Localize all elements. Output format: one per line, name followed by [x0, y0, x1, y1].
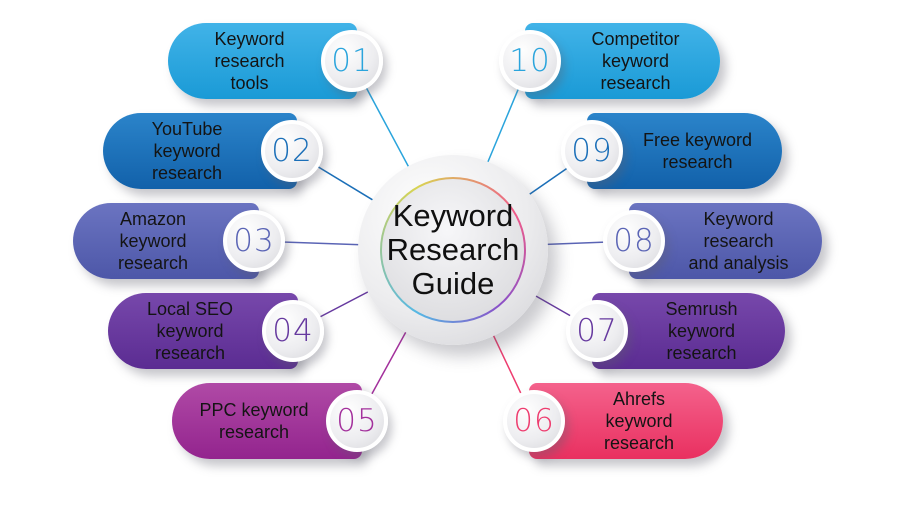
- number-badge-09: 09: [561, 120, 623, 182]
- number-text: 08: [613, 223, 655, 259]
- pill-label-line: PPC keyword: [199, 399, 309, 420]
- pill-item-04: Local SEO keyword research 04: [108, 293, 324, 369]
- pill-label: PPC keyword research: [172, 383, 362, 459]
- number-badge-08: 08: [603, 210, 665, 272]
- pill-item-01: Keyword research tools 01: [168, 23, 383, 99]
- pill-label-line: YouTube keyword: [151, 118, 223, 161]
- pill-label: Keyword research tools: [168, 23, 357, 99]
- number-text: 04: [272, 313, 314, 349]
- pill-label-line: Local SEO: [146, 298, 234, 319]
- number-text: 10: [509, 43, 551, 79]
- pill-item-08: Keyword research and analysis 08: [603, 203, 822, 279]
- pill-label: Keyword research and analysis: [629, 203, 822, 279]
- pill-item-03: Amazon keyword research 03: [73, 203, 285, 279]
- center-title: Keyword Research Guide: [358, 155, 548, 345]
- pill-label-line: research: [218, 422, 290, 442]
- pill-label-line: keyword research: [603, 410, 675, 454]
- pill-label-line: Competitor: [591, 28, 680, 49]
- number-text: 05: [336, 403, 378, 439]
- pill-label-line: Semrush: [665, 298, 738, 319]
- pill-label: Amazon keyword research: [73, 203, 259, 279]
- pill-item-09: Free keyword research 09: [561, 113, 782, 189]
- pill-label: Local SEO keyword research: [108, 293, 298, 369]
- pill-label-line: Keyword research: [703, 208, 774, 251]
- number-badge-04: 04: [262, 300, 324, 362]
- pill-label-line: keyword research: [600, 50, 671, 94]
- pill-label-line: Keyword research: [214, 28, 285, 71]
- number-badge-05: 05: [326, 390, 388, 452]
- pill-label: Semrush keyword research: [592, 293, 785, 369]
- number-badge-07: 07: [566, 300, 628, 362]
- pill-label: YouTube keyword research: [103, 113, 297, 189]
- center-ring-inner: [382, 179, 524, 321]
- number-badge-06: 06: [503, 390, 565, 452]
- center-title-line: Guide: [411, 266, 495, 302]
- number-badge-03: 03: [223, 210, 285, 272]
- pill-label-line: keyword research: [666, 320, 737, 364]
- pill-label-line: keyword research: [154, 320, 226, 364]
- number-text: 07: [576, 313, 618, 349]
- pill-label: Competitor keyword research: [525, 23, 720, 99]
- center-ring: [380, 177, 526, 323]
- number-text: 03: [233, 223, 275, 259]
- pill-label-line: Free keyword: [642, 129, 753, 150]
- pill-item-07: Semrush keyword research 07: [566, 293, 785, 369]
- center-title-line: Keyword: [392, 197, 514, 233]
- pill-label-line: research: [117, 253, 189, 274]
- pill-label: Ahrefs keyword research: [529, 383, 723, 459]
- number-text: 02: [271, 133, 313, 169]
- number-badge-02: 02: [261, 120, 323, 182]
- pill-label-line: research: [662, 152, 733, 172]
- pill-item-06: Ahrefs keyword research 06: [503, 383, 723, 459]
- number-text: 01: [331, 43, 373, 79]
- number-text: 06: [513, 403, 555, 439]
- pill-item-05: PPC keyword research 05: [172, 383, 388, 459]
- pill-item-02: YouTube keyword research 02: [103, 113, 323, 189]
- number-badge-10: 10: [499, 30, 561, 92]
- pill-label-line: Amazon keyword: [119, 208, 187, 251]
- pill-item-10: Competitor keyword research 10: [499, 23, 720, 99]
- center-disc: Keyword Research Guide: [358, 155, 548, 345]
- number-text: 09: [571, 133, 613, 169]
- pill-label-line: research: [151, 163, 223, 184]
- pill-label: Free keyword research: [587, 113, 782, 189]
- number-badge-01: 01: [321, 30, 383, 92]
- pill-label-line: tools: [230, 73, 269, 94]
- center-title-line: Research: [386, 231, 520, 267]
- pill-label-line: and analysis: [688, 253, 789, 274]
- pill-label-line: Ahrefs: [612, 388, 666, 409]
